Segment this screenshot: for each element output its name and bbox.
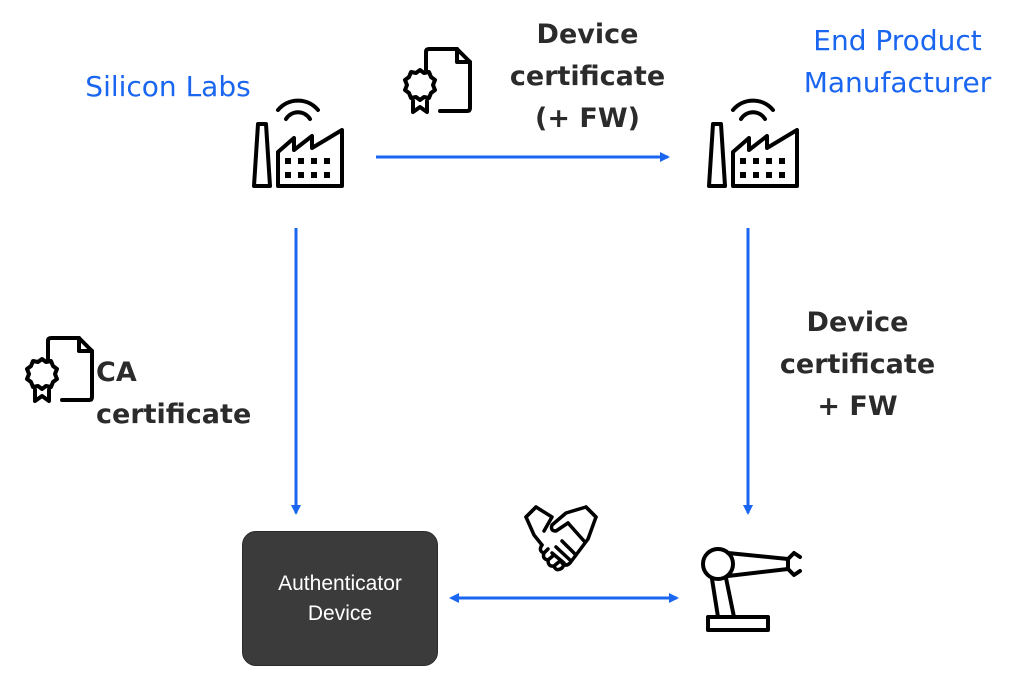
edge-label-line3: + FW bbox=[817, 391, 898, 422]
factory-wifi-icon bbox=[707, 98, 799, 188]
edge-label-line2: certificate bbox=[509, 61, 666, 92]
handshake-icon bbox=[524, 505, 598, 572]
edge-label-line1: Device bbox=[806, 307, 909, 338]
ca-certificate-label: CA certificate bbox=[96, 357, 252, 430]
edge-label-line2: certificate bbox=[779, 349, 936, 380]
edge-label-line1: Device bbox=[536, 19, 639, 50]
epm-label-line1: End Product bbox=[813, 24, 982, 57]
authenticator-label-line2: Device bbox=[307, 601, 373, 625]
factory-wifi-icon bbox=[252, 98, 344, 188]
certificate-icon bbox=[25, 336, 94, 403]
authenticator-device-node: Authenticator Device bbox=[242, 531, 438, 666]
certificate-icon bbox=[403, 47, 472, 114]
silicon-labs-label: Silicon Labs bbox=[85, 70, 251, 103]
silicon-to-epm-label: Device certificate (+ FW) bbox=[500, 14, 675, 140]
epm-to-end-device-label: Device certificate + FW bbox=[770, 302, 945, 428]
epm-label-line2: Manufacturer bbox=[803, 66, 992, 99]
edge-label-line3: (+ FW) bbox=[535, 103, 640, 134]
end-product-manufacturer-label: End Product Manufacturer bbox=[790, 20, 1005, 104]
authenticator-label-line1: Authenticator bbox=[278, 571, 402, 595]
robot-arm-icon bbox=[701, 547, 802, 632]
